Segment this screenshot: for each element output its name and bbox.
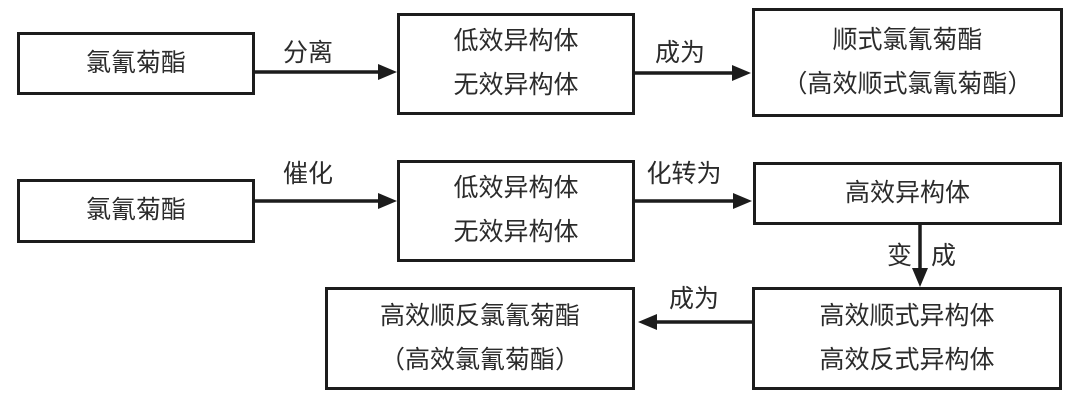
box-line: 无效异构体 [453,72,579,99]
box-cypermethrin-top: 氯氰菊酯 [17,32,255,95]
arrow-label-become-top: 成为 [654,40,705,67]
box-cis-cypermethrin: 顺式氯氰菊酯 （高效顺式氯氰菊酯） [752,8,1063,117]
arrow-label-catalyze: 催化 [282,161,333,188]
box-line: 高效顺式异构体 [819,302,995,330]
box-low-ineffective-isomers-top: 低效异构体 无效异构体 [397,13,635,115]
box-low-ineffective-isomers-bottom: 低效异构体 无效异构体 [397,160,635,262]
box-line: （高效氯氰菊酯） [379,346,580,374]
box-line: 高效顺反氯氰菊酯 [379,302,580,330]
arrow-label-separate: 分离 [282,40,333,67]
box-cypermethrin-bottom: 氯氰菊酯 [17,179,255,243]
box-line: 高效反式异构体 [819,346,995,374]
box-line: 氯氰菊酯 [85,197,186,224]
box-line: （高效顺式氯氰菊酯） [782,70,1033,98]
box-line: 低效异构体 [453,175,579,202]
arrow-become-top [635,65,751,81]
box-high-efficiency-isomer: 高效异构体 [753,162,1062,225]
arrow-separate [255,64,397,80]
arrow-convert [635,193,752,209]
box-line: 无效异构体 [453,219,579,246]
box-line: 氯氰菊酯 [85,49,186,77]
box-line: 低效异构体 [453,28,579,55]
arrow-catalyze [255,193,397,209]
arrow-label-change-into: 变成 [887,243,976,270]
arrow-change-into [912,225,928,287]
box-high-efficiency-cis-trans-cypermethrin: 高效顺反氯氰菊酯 （高效氯氰菊酯） [325,287,635,390]
box-high-efficiency-cis-trans-isomers: 高效顺式异构体 高效反式异构体 [752,287,1062,390]
arrow-label-convert: 化转为 [646,161,722,188]
arrow-become-bottom [638,314,752,330]
arrow-label-become-bottom: 成为 [668,286,719,313]
box-line: 高效异构体 [844,179,970,207]
box-line: 顺式氯氰菊酯 [832,26,983,54]
